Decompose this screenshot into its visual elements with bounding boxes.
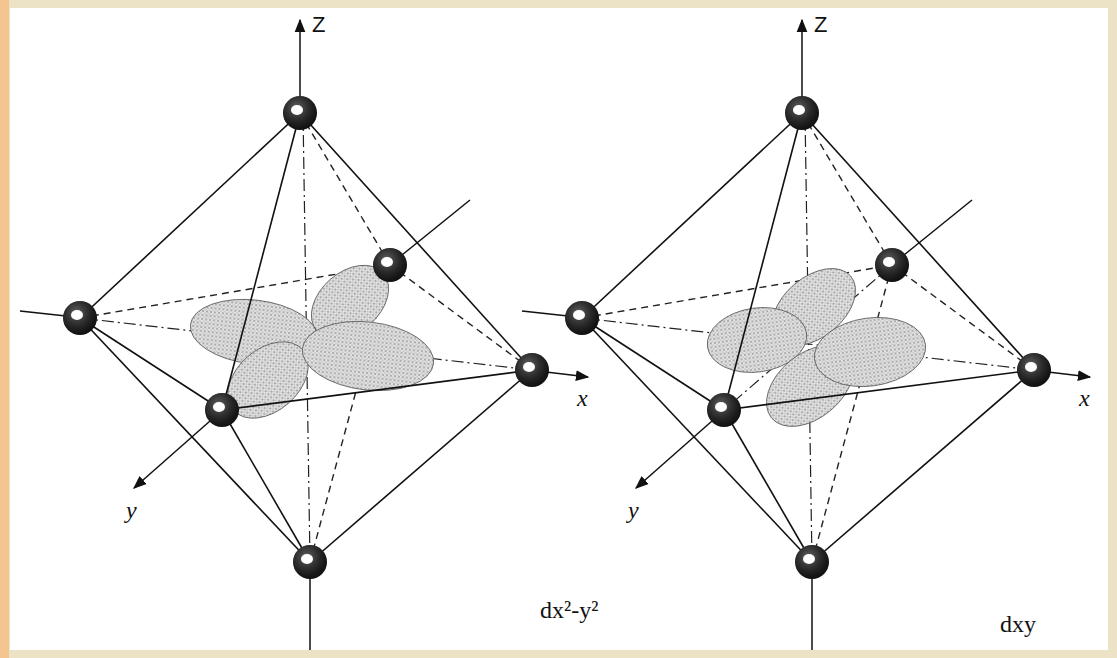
axis-label: x	[577, 386, 588, 410]
page-border	[0, 0, 9, 658]
axis-label: Z	[312, 14, 325, 36]
orbital-caption: dx²-y²	[540, 598, 598, 622]
axis-label: x	[1079, 386, 1090, 410]
axis-label: Z	[814, 14, 827, 36]
orbital-caption: dxy	[1000, 612, 1036, 636]
octahedron-right	[522, 20, 1090, 650]
axis-label: y	[628, 498, 639, 522]
octahedron-left	[20, 20, 588, 650]
axis-label: y	[126, 498, 137, 522]
